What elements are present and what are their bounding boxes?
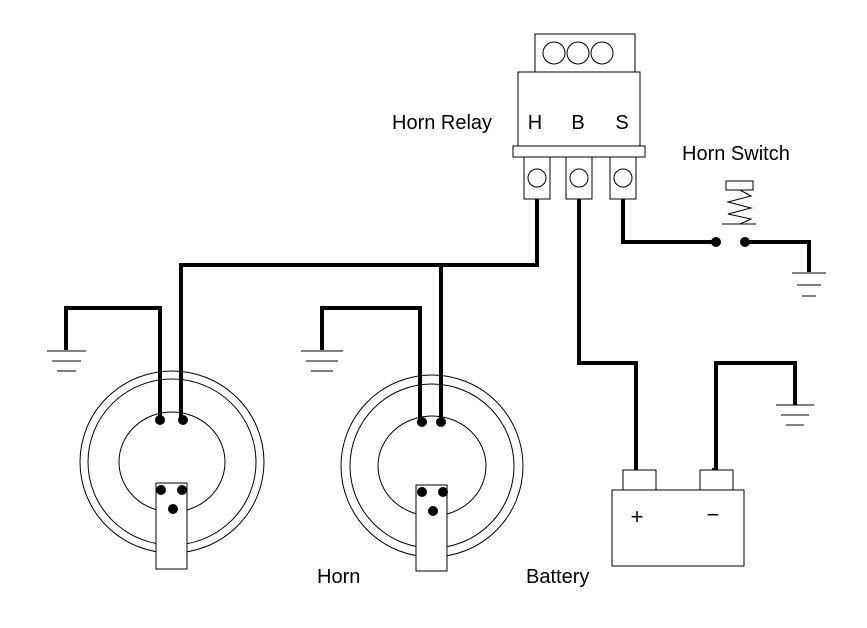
wiring <box>64 199 811 472</box>
ground-symbol <box>776 404 814 426</box>
battery-body <box>611 489 745 567</box>
switch-button <box>725 180 754 191</box>
horn-bracket-bolt <box>428 506 438 516</box>
horn-bracket <box>415 484 448 572</box>
relay-terminal-h-label: H <box>528 112 542 134</box>
wire-switch-to-ground <box>745 240 811 272</box>
wire-left-horn-ground <box>64 306 162 418</box>
horn-terminal <box>178 415 188 425</box>
ground-symbol <box>47 350 86 372</box>
horn-switch-label: Horn Switch <box>682 143 790 165</box>
wire-relay-h-to-left-horn <box>179 199 539 418</box>
horn-terminal <box>436 417 446 427</box>
ground-symbol <box>792 272 826 297</box>
horn-switch <box>711 180 756 247</box>
relay-connector-pin <box>590 41 614 65</box>
horn-label: Horn <box>317 566 360 588</box>
ground-symbol <box>301 350 343 372</box>
switch-spring <box>726 189 753 225</box>
relay-terminal-b-label: B <box>571 112 584 134</box>
wire-right-horn-ground <box>320 306 422 420</box>
battery-negative-post <box>699 469 734 491</box>
horn-bracket-bolt <box>156 485 166 495</box>
relay-connector-pin <box>542 41 566 65</box>
terminal-screw <box>527 168 547 188</box>
horn-relay: H B S <box>512 33 646 200</box>
relay-connector <box>534 33 636 73</box>
battery-positive-post <box>622 469 657 491</box>
relay-body <box>517 71 641 147</box>
horn-terminal <box>417 417 427 427</box>
battery-label: Battery <box>526 566 589 588</box>
wire-battery-to-ground <box>712 361 797 472</box>
horn-bracket-bolt <box>438 487 448 497</box>
horn-bracket-bolt <box>417 487 427 497</box>
horn-right <box>340 374 524 572</box>
terminal-screw <box>613 168 633 188</box>
battery: + − <box>611 469 745 567</box>
horn-terminal <box>155 415 165 425</box>
relay-terminal-s-label: S <box>615 112 628 134</box>
horn-bracket <box>155 482 188 570</box>
relay-connector-pin <box>566 41 590 65</box>
wire-relay-b-to-battery <box>577 199 638 470</box>
relay-base <box>512 145 646 158</box>
battery-negative-symbol: − <box>707 502 720 527</box>
horn-bracket-bolt <box>168 504 178 514</box>
horn-left <box>79 370 265 570</box>
battery-positive-symbol: + <box>631 504 644 529</box>
horn-relay-label: Horn Relay <box>392 112 492 134</box>
horn-bracket-bolt <box>177 485 187 495</box>
terminal-screw <box>569 168 589 188</box>
wire-relay-s-to-switch <box>621 199 716 244</box>
